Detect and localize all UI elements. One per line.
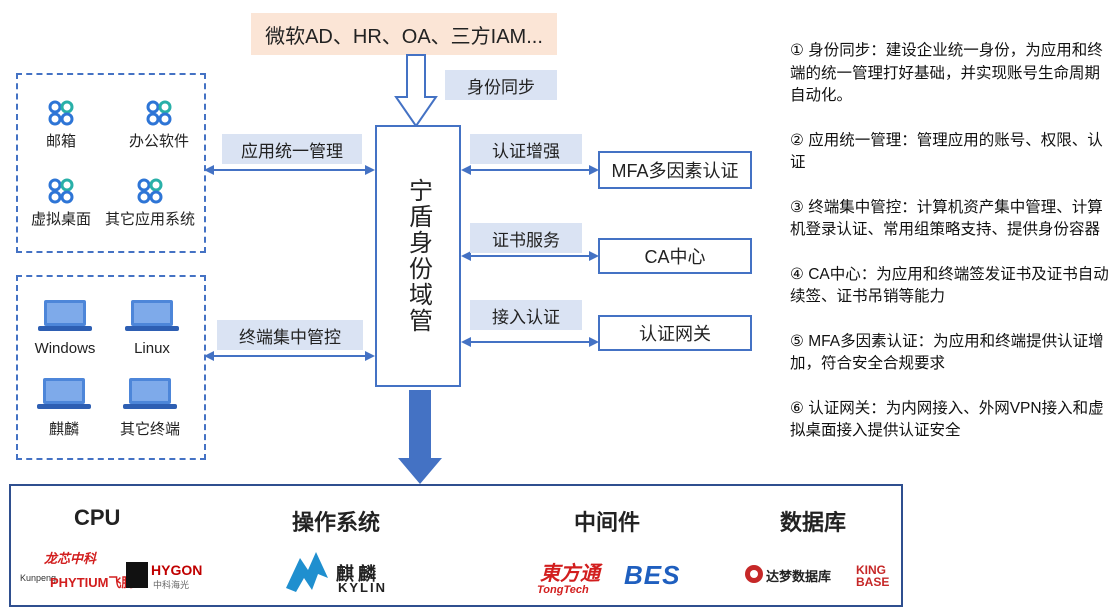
app-grid-icon xyxy=(137,178,163,204)
terminal-kylin: 麒麟 xyxy=(34,376,94,439)
terminal-windows: Windows xyxy=(28,298,102,357)
cert-service-label: 证书服务 xyxy=(470,223,582,253)
terminal-kylin-label: 麒麟 xyxy=(48,421,79,438)
mfa-box: MFA多因素认证 xyxy=(598,151,752,189)
hygon-cn-logo: 中科海光 xyxy=(153,580,190,590)
laptop-icon xyxy=(38,300,92,331)
kylin-mark-icon xyxy=(286,552,328,592)
note-item: ④ CA中心：为应用和终端签发证书及证书自动续签、证书吊销等能力 xyxy=(790,265,1109,306)
identity-sync-arrow xyxy=(394,54,438,128)
phytium-logo: PHYTIUM飞腾 xyxy=(50,575,135,590)
notes-list: ① 身份同步：建设企业统一身份，为应用和终端的统一管理打好基础，并实现账号生命周… xyxy=(790,40,1110,465)
note-item: ③ 终端集中管控：计算机资产集中管理、计算机登录认证、常用组策略支持、提供身份容… xyxy=(790,198,1103,239)
app-grid-icon xyxy=(146,100,172,126)
category-cpu: CPU xyxy=(74,505,121,530)
note-item: ⑤ MFA多因素认证：为应用和终端提供认证增加，符合安全合规要求 xyxy=(790,332,1104,373)
source-systems-box: 微软AD、HR、OA、三方IAM... xyxy=(251,13,557,55)
terminal-linux: Linux xyxy=(120,298,184,357)
center-label: 宁盾身份域管 xyxy=(404,178,432,334)
app-grid-icon xyxy=(48,100,74,126)
note-item: ⑥ 认证网关：为内网接入、外网VPN接入和虚拟桌面接入提供认证安全 xyxy=(790,399,1104,440)
kylin-cn-logo: 麒麟 xyxy=(336,564,380,584)
terminal-other: 其它终端 xyxy=(112,376,188,439)
app-vdi: 虚拟桌面 xyxy=(26,178,96,229)
center-box: 宁盾身份域管 xyxy=(375,125,461,387)
terminal-other-label: 其它终端 xyxy=(119,421,180,438)
category-database: 数据库 xyxy=(780,510,847,535)
app-manage-label: 应用统一管理 xyxy=(222,134,362,164)
auth-enhance-label: 认证增强 xyxy=(470,134,582,164)
hygon-logo: HYGON xyxy=(151,562,203,578)
app-mail-label: 邮箱 xyxy=(45,133,76,150)
ca-box: CA中心 xyxy=(598,238,752,274)
laptop-icon xyxy=(123,378,177,409)
kunpeng-logo: Kunpeng xyxy=(20,573,57,583)
hygon-mark-icon xyxy=(126,562,148,588)
identity-sync-label: 身份同步 xyxy=(445,70,557,100)
bes-logo: BES xyxy=(624,560,681,590)
app-office-label: 办公软件 xyxy=(128,133,189,150)
category-os: 操作系统 xyxy=(292,510,381,535)
down-arrow-to-platform xyxy=(398,390,442,484)
app-vdi-label: 虚拟桌面 xyxy=(30,211,91,228)
laptop-icon xyxy=(37,378,91,409)
gateway-box: 认证网关 xyxy=(598,315,752,351)
dameng-logo: 达梦数据库 xyxy=(766,569,832,584)
terminal-manage-label: 终端集中管控 xyxy=(217,320,363,350)
laptop-icon xyxy=(125,300,179,331)
note-item: ② 应用统一管理：管理应用的账号、权限、认证 xyxy=(790,131,1103,172)
terminal-linux-label: Linux xyxy=(134,340,170,357)
terminal-windows-label: Windows xyxy=(34,340,96,357)
access-auth-label: 接入认证 xyxy=(470,300,582,330)
kingbase-logo-line2: BASE xyxy=(856,575,890,589)
apps-group xyxy=(16,73,206,253)
app-mail: 邮箱 xyxy=(38,100,84,151)
app-grid-icon xyxy=(48,178,74,204)
app-other-label: 其它应用系统 xyxy=(104,211,195,228)
terminals-group xyxy=(16,275,206,460)
category-middleware: 中间件 xyxy=(574,510,641,535)
loongson-logo: 龙芯中科 xyxy=(44,551,97,566)
tongtech-cn-logo: 東方通 xyxy=(540,561,600,585)
kylin-en-logo: KYLIN xyxy=(338,580,387,595)
platform-frame xyxy=(9,484,903,607)
app-other: 其它应用系统 xyxy=(100,178,200,229)
app-office: 办公软件 xyxy=(124,100,194,151)
tongtech-en-logo: TongTech xyxy=(537,584,589,596)
note-item: ① 身份同步：建设企业统一身份，为应用和终端的统一管理打好基础，并实现账号生命周… xyxy=(790,42,1103,104)
dameng-mark-icon xyxy=(745,565,763,583)
kingbase-logo-line1: KING xyxy=(856,563,886,577)
